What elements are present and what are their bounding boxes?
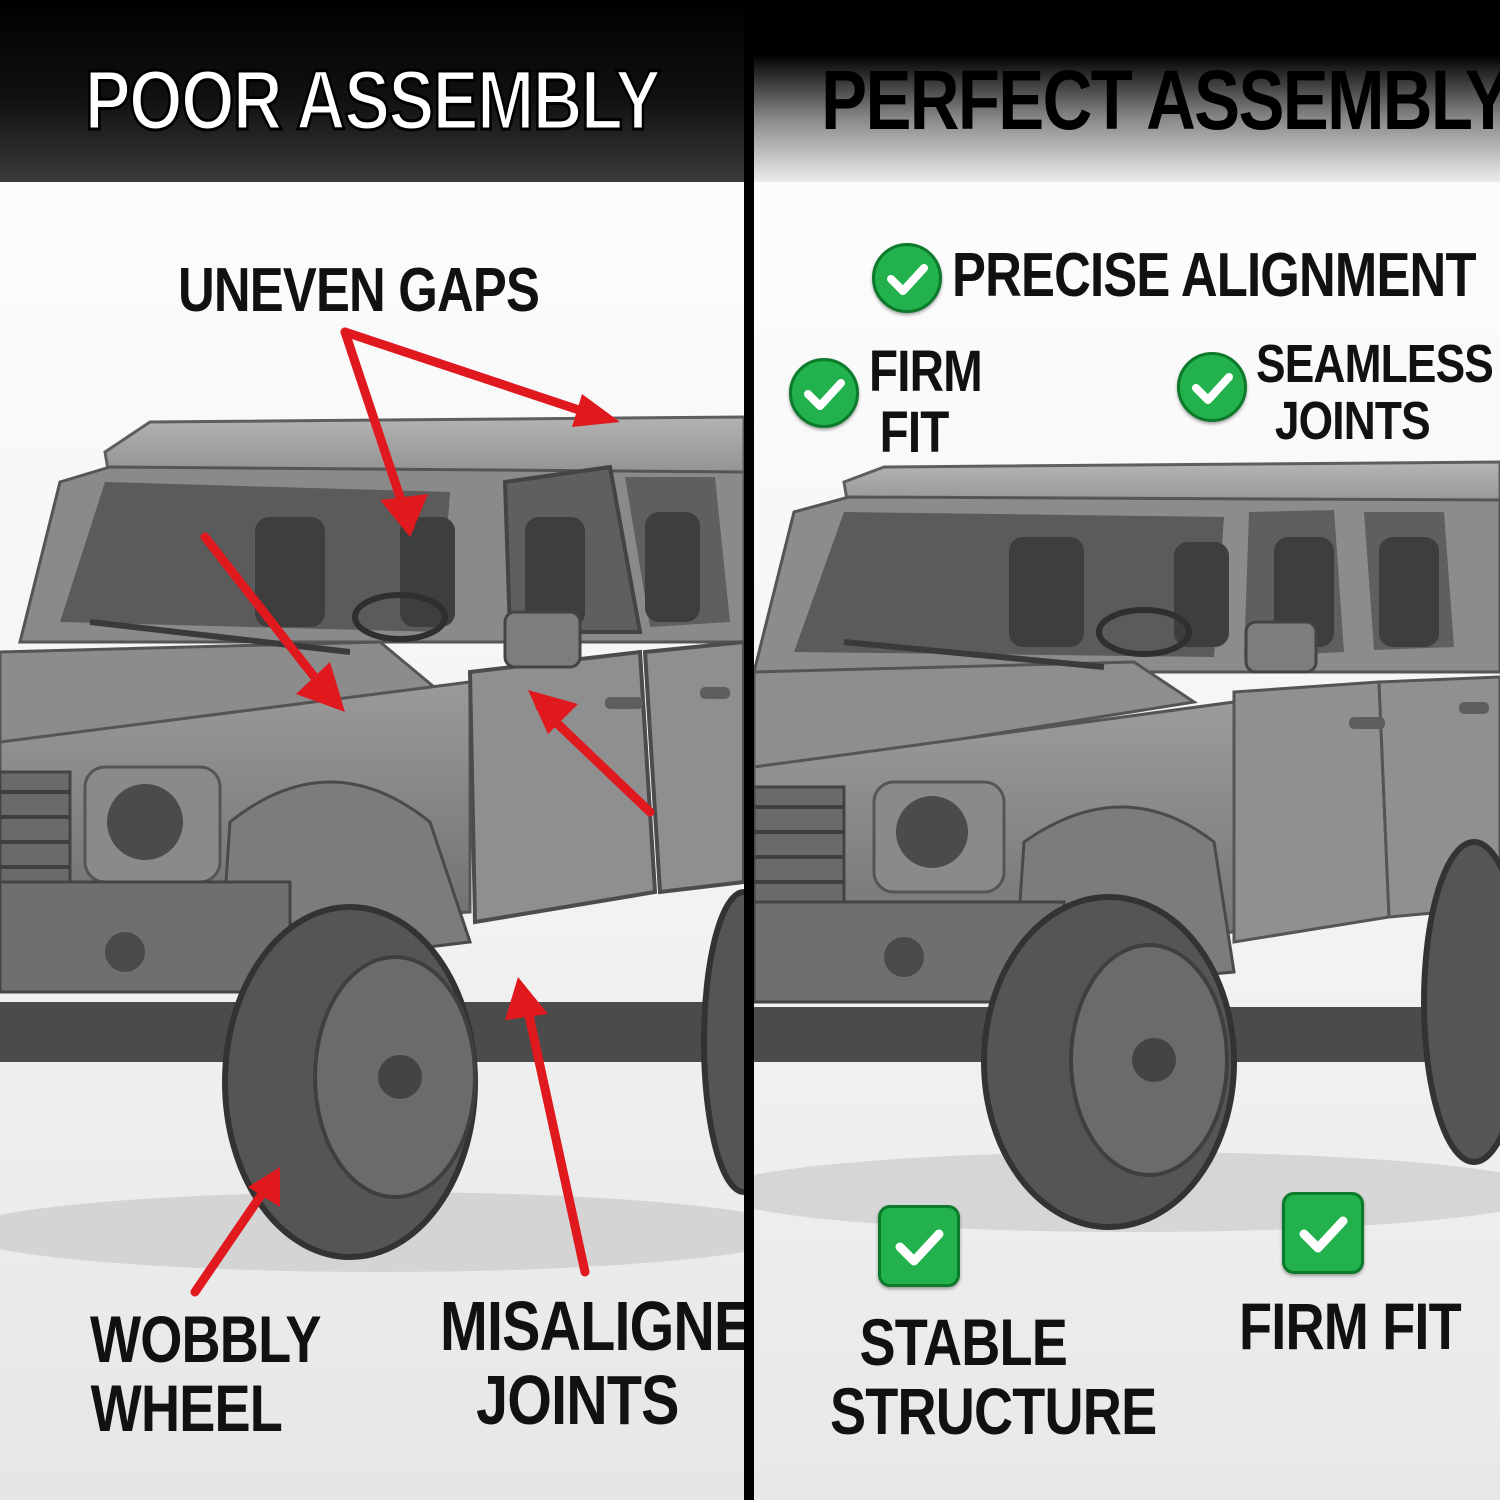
- poor-assembly-title: POOR ASSEMBLY: [84, 52, 663, 149]
- check-icon: [872, 243, 942, 313]
- misaligned-joints-line2: JOINTS: [476, 1360, 679, 1439]
- firm-fit-line2: FIT: [879, 399, 950, 465]
- stable-structure-line1: STABLE: [859, 1305, 1068, 1379]
- misaligned-joints-line1: MISALIGNED: [440, 1287, 744, 1365]
- seamless-joints-label: SEAMLESS JOINTS: [1256, 334, 1494, 451]
- check-icon: [878, 1205, 960, 1287]
- stable-structure-label: STABLE STRUCTURE: [830, 1305, 1157, 1449]
- check-icon: [1177, 352, 1247, 422]
- seamless-joints-line2: JOINTS: [1274, 390, 1431, 451]
- seamless-joints-line1: SEAMLESS: [1256, 334, 1494, 394]
- perfect-assembly-title: PERFECT ASSEMBLY: [821, 53, 1500, 147]
- precise-alignment-label: PRECISE ALIGNMENT: [952, 241, 1477, 310]
- stable-structure-line2: STRUCTURE: [830, 1374, 1157, 1449]
- perfect-assembly-panel: PERFECT ASSEMBLY: [754, 0, 1500, 1500]
- panel-divider: [744, 0, 754, 1500]
- wobbly-wheel-line2: WHEEL: [90, 1371, 283, 1446]
- misaligned-joints-label: MISALIGNED JOINTS: [440, 1287, 744, 1439]
- check-icon: [1282, 1192, 1364, 1274]
- check-icon: [789, 358, 859, 428]
- firm-fit-label: FIRM FIT: [869, 339, 983, 465]
- wobbly-wheel-line1: WOBBLY: [90, 1302, 321, 1376]
- wobbly-wheel-label: WOBBLY WHEEL: [90, 1302, 321, 1446]
- perfect-assembly-car-illustration: [754, 460, 1500, 1232]
- poor-assembly-panel: POOR ASSEMBLY: [0, 0, 744, 1500]
- poor-assembly-header: POOR ASSEMBLY: [0, 0, 744, 182]
- poor-assembly-car-illustration: [0, 327, 744, 1297]
- perfect-assembly-header: PERFECT ASSEMBLY: [754, 0, 1500, 182]
- firm-fit-bottom-label: FIRM FIT: [1239, 1289, 1462, 1363]
- firm-fit-line1: FIRM: [869, 339, 983, 404]
- uneven-gaps-label: UNEVEN GAPS: [178, 256, 540, 325]
